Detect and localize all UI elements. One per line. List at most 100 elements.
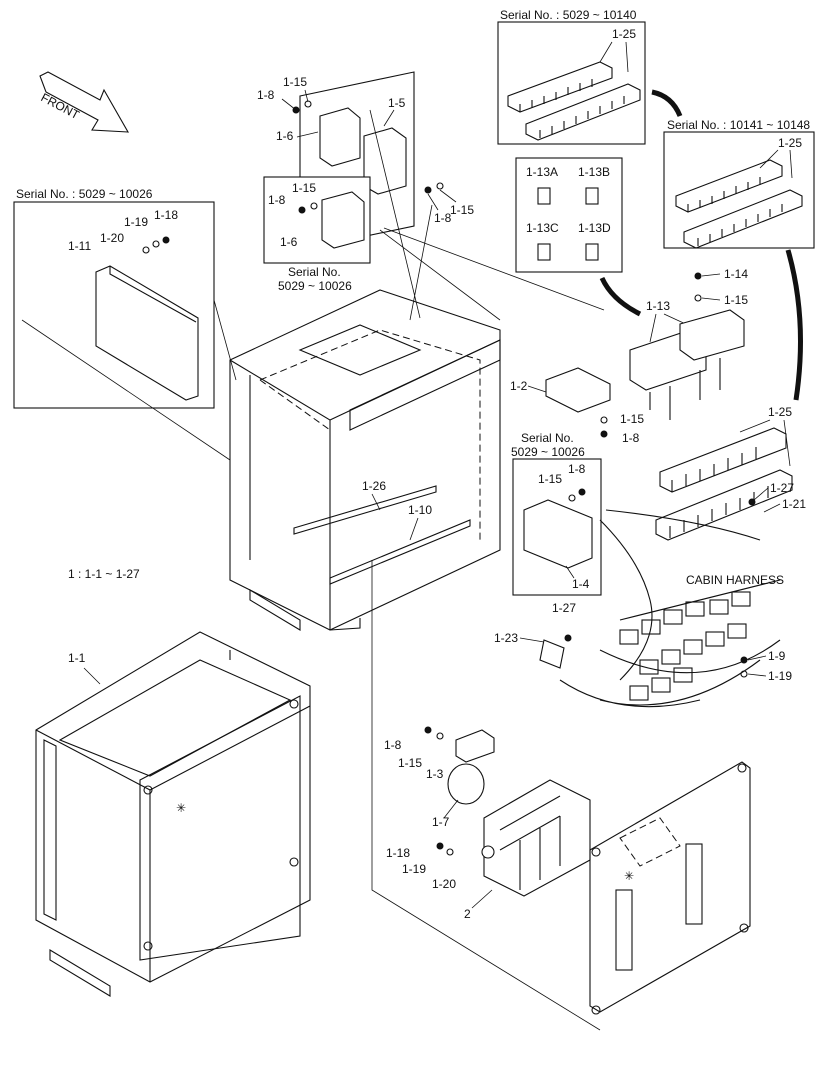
callout-1-13: 1-13 xyxy=(646,299,670,313)
callout-1-21: 1-21 xyxy=(782,497,806,511)
callout-1-26: 1-26 xyxy=(362,479,386,493)
callout-1-19-c: 1-19 xyxy=(402,862,426,876)
screw-icon xyxy=(424,726,432,734)
screw-icon xyxy=(564,634,572,642)
washer-icon xyxy=(436,732,444,740)
callout-1-14: 1-14 xyxy=(724,267,748,281)
callout-1-3: 1-3 xyxy=(426,767,444,781)
callout-1-27-a: 1-27 xyxy=(770,481,794,495)
washer-icon xyxy=(446,848,454,856)
screw-icon xyxy=(600,430,608,438)
meter-1-7 xyxy=(447,763,485,805)
callout-1-5: 1-5 xyxy=(388,96,406,110)
screw-icon xyxy=(424,186,432,194)
callout-1-6-a: 1-6 xyxy=(276,129,294,143)
callout-1-9: 1-9 xyxy=(768,649,786,663)
fuse-label-c: 1-13C xyxy=(526,221,559,235)
callout-1-27-b: 1-27 xyxy=(552,601,576,615)
controller-box-serial-1: Serial No. xyxy=(521,431,574,445)
callout-1-15-f: 1-15 xyxy=(538,472,562,486)
cabin-harness: CABIN HARNESS 1-27 1-23 1-9 1-19 xyxy=(494,509,792,708)
washer-icon xyxy=(142,246,150,254)
callout-1-2: 1-2 xyxy=(510,379,528,393)
callout-1-1: 1-1 xyxy=(68,651,86,665)
relay-1-6-alt xyxy=(321,191,365,249)
fuse-label-d: 1-13D xyxy=(578,221,611,235)
screw-icon xyxy=(694,272,702,280)
clamp-1-23 xyxy=(539,639,565,669)
sparkle-icon: ✳ xyxy=(624,869,634,883)
relay-1-6 xyxy=(319,107,361,167)
buzzer-1-3 xyxy=(455,729,495,763)
fuse-icon xyxy=(585,187,599,205)
callout-1-8-e: 1-8 xyxy=(568,462,586,476)
terminal-strip-1-10 xyxy=(329,519,471,585)
callout-1-15-e: 1-15 xyxy=(620,412,644,426)
assembly-note: 1 : 1-1 ~ 1-27 xyxy=(68,567,140,581)
callout-1-10: 1-10 xyxy=(408,503,432,517)
callout-1-8-b: 1-8 xyxy=(434,211,452,225)
callout-1-19-b: 1-19 xyxy=(768,669,792,683)
fuse-label-a: 1-13A xyxy=(526,165,558,179)
washer-icon xyxy=(436,182,444,190)
controller-serial-box: Serial No. 5029 ~ 10026 1-8 1-15 1-4 xyxy=(511,431,602,596)
callout-1-15-c: 1-15 xyxy=(292,181,316,195)
relay-strip-a xyxy=(675,159,783,213)
controller-serial-line1: Serial No. xyxy=(288,265,341,279)
cover-serial-box: Serial No. : 5029 ~ 10026 1-19 1-18 1-20… xyxy=(13,187,215,409)
cabin-harness-label: CABIN HARNESS xyxy=(686,573,784,587)
fuse-label-b: 1-13B xyxy=(578,165,610,179)
assembled-box-1-1: 1-1 ✳ xyxy=(35,631,311,997)
callout-1-25-a: 1-25 xyxy=(612,27,636,41)
callout-1-7: 1-7 xyxy=(432,815,450,829)
screw-icon xyxy=(740,656,748,664)
serial-pointer-arrow-2 xyxy=(785,249,803,401)
fuse-box: 1-13A 1-13B 1-13C 1-13D xyxy=(515,157,623,273)
terminal-strip-1-26 xyxy=(293,485,437,535)
controller-box-serial-2: 5029 ~ 10026 xyxy=(511,445,585,459)
screw-icon xyxy=(298,206,306,214)
screw-icon xyxy=(292,106,300,114)
callout-1-15-a: 1-15 xyxy=(283,75,307,89)
callout-1-15-d: 1-15 xyxy=(724,293,748,307)
front-arrow: FRONT xyxy=(39,71,129,133)
washer-icon xyxy=(694,294,702,302)
washer-icon xyxy=(152,240,160,248)
washer-icon xyxy=(310,202,318,210)
relay-serial-box-1: Serial No. : 5029 ~ 10140 1-25 xyxy=(497,8,646,145)
screw-icon xyxy=(162,236,170,244)
fuse-icon xyxy=(537,243,551,261)
screw-icon xyxy=(436,842,444,850)
relay-serial-box-2: Serial No. : 10141 ~ 10148 1-25 xyxy=(663,118,815,249)
callout-1-15-g: 1-15 xyxy=(398,756,422,770)
top-relay-group: 1-15 1-8 1-5 1-6 1-8 1-15 1-15 1-8 1-6 S… xyxy=(257,71,474,293)
relay-strip-upper xyxy=(507,61,613,113)
washer-icon xyxy=(600,416,608,424)
serial-pointer-arrow-1 xyxy=(651,89,683,118)
connector-cluster xyxy=(619,591,751,701)
callout-1-4: 1-4 xyxy=(572,577,590,591)
callout-1-6-b: 1-6 xyxy=(280,235,298,249)
relay-strip-lower xyxy=(525,83,641,141)
callout-1-20-a: 1-20 xyxy=(100,231,124,245)
controller-2: 1-8 1-15 1-3 1-7 1-18 1-19 1-20 2 ✳ xyxy=(371,560,751,1031)
washer-icon xyxy=(568,494,576,502)
callout-1-8-f: 1-8 xyxy=(384,738,402,752)
callout-1-19-a: 1-19 xyxy=(124,215,148,229)
callout-1-25-b: 1-25 xyxy=(778,136,802,150)
serial-label-left: Serial No. : 5029 ~ 10026 xyxy=(16,187,153,201)
callout-1-18-a: 1-18 xyxy=(154,208,178,222)
controller-unit-2 xyxy=(483,779,591,897)
relay-strip-b xyxy=(683,189,803,249)
callout-1-23: 1-23 xyxy=(494,631,518,645)
fuse-icon xyxy=(537,187,551,205)
screw-icon xyxy=(748,498,756,506)
callout-1-8-d: 1-8 xyxy=(622,431,640,445)
fuse-pointer-arrow xyxy=(599,276,642,317)
fuse-block-1-13: 1-14 1-15 1-13 xyxy=(629,267,748,420)
callout-1-20-b: 1-20 xyxy=(432,877,456,891)
controller-serial-line2: 5029 ~ 10026 xyxy=(278,279,352,293)
washer-icon xyxy=(740,670,748,678)
serial-label-2: Serial No. : 10141 ~ 10148 xyxy=(667,118,810,132)
